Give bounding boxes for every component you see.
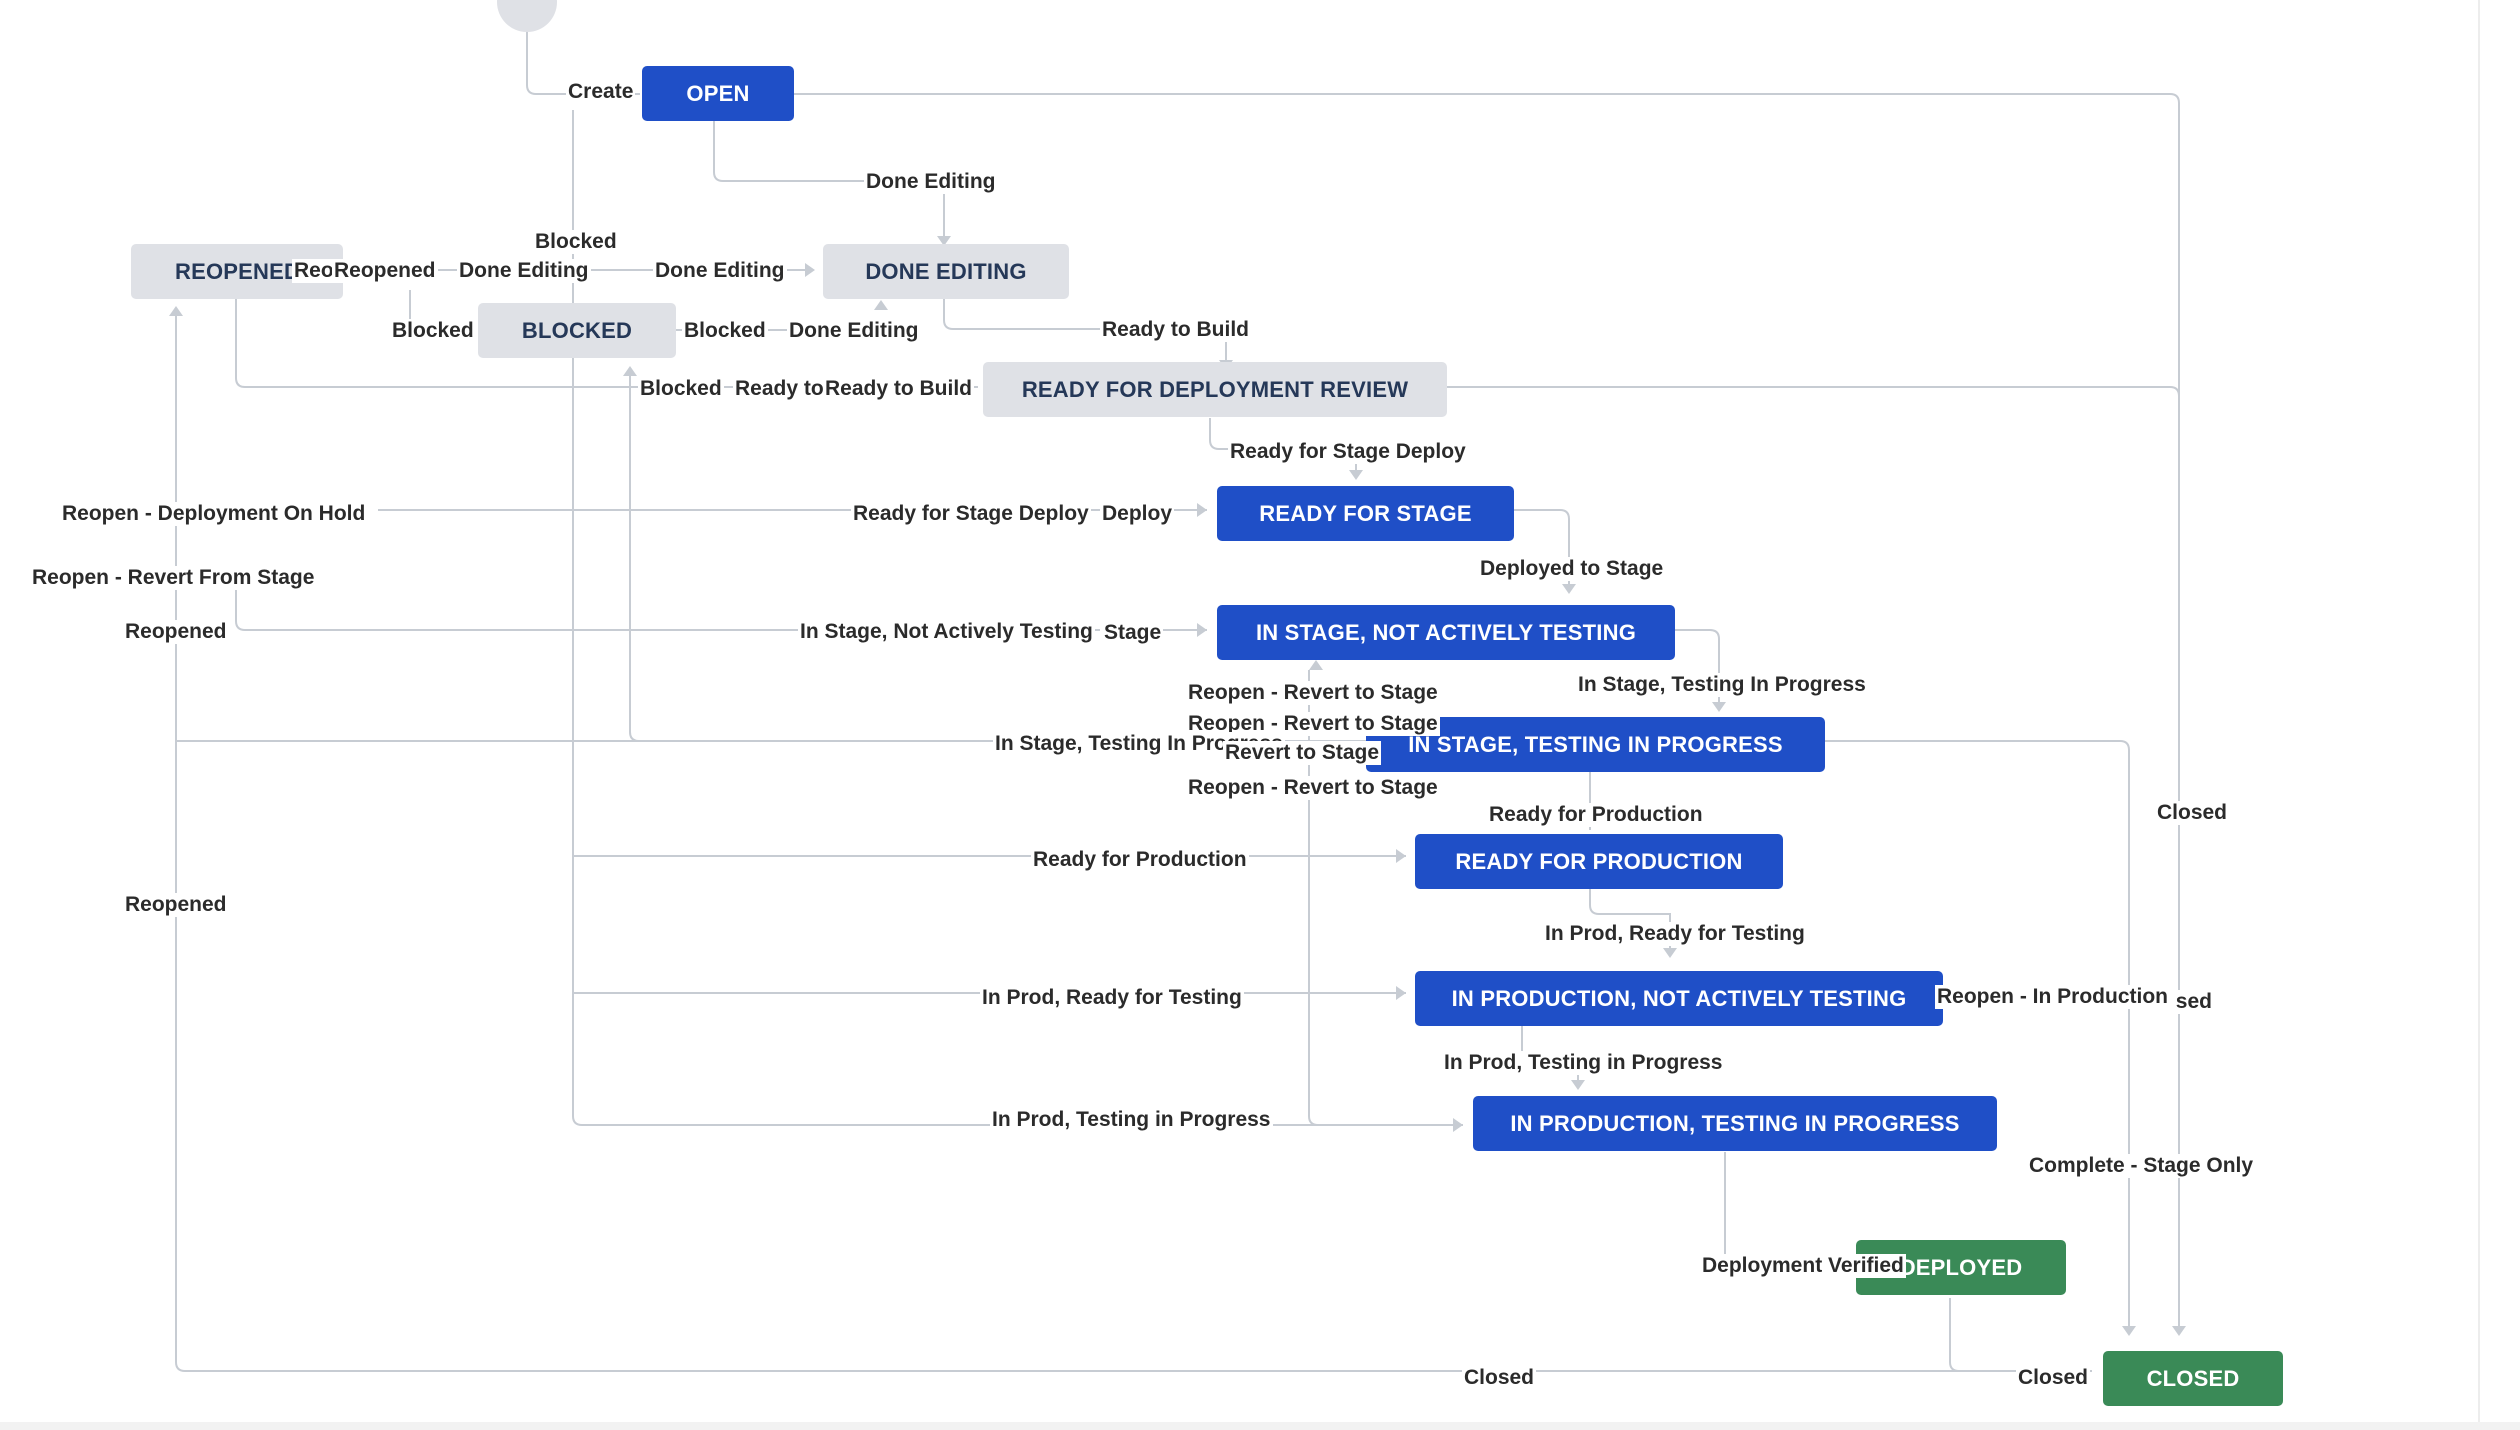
arrowhead — [2172, 1326, 2186, 1336]
transition-label[interactable]: Done Editing — [787, 319, 921, 343]
status-done-editing[interactable]: DONE EDITING — [823, 244, 1069, 299]
arrowhead — [1396, 849, 1406, 863]
edge-revert-vertical — [1308, 670, 1463, 1126]
transition-label[interactable]: Blocked — [533, 230, 619, 254]
transition-label[interactable]: Ready to Build — [733, 377, 829, 401]
edge-open-right-rail — [790, 93, 2180, 1333]
page-bottom-border — [0, 1422, 2520, 1430]
transition-label[interactable]: In Prod, Ready for Testing — [1543, 922, 1807, 946]
page-right-border — [2478, 0, 2480, 1422]
edge-in-stage-testing — [1666, 629, 1720, 710]
transition-label[interactable]: Reopened — [123, 893, 229, 917]
transition-label[interactable]: Done Editing — [457, 259, 591, 283]
transition-label[interactable]: Ready to Build — [1100, 318, 1252, 342]
status-in-stage-not-actively-testing[interactable]: IN STAGE, NOT ACTIVELY TESTING — [1217, 605, 1675, 660]
edge-reopened-down — [235, 298, 978, 388]
edge-testing-right — [1814, 740, 2130, 1333]
transition-label[interactable]: Deployment Verified — [1700, 1254, 1906, 1278]
transition-label[interactable]: Deploy — [1100, 502, 1175, 526]
status-open[interactable]: OPEN — [642, 66, 794, 121]
status-closed[interactable]: CLOSED — [2103, 1351, 2283, 1406]
status-deployed[interactable]: DEPLOYED — [1856, 1240, 2066, 1295]
transition-label[interactable]: Complete - Stage Only — [2027, 1154, 2256, 1178]
transition-label[interactable]: Ready for Stage Deploy — [851, 502, 1091, 526]
arrowhead — [1396, 986, 1406, 1000]
transition-label[interactable]: Blocked — [638, 377, 724, 401]
transition-label[interactable]: Reopen - Revert to Stage — [1186, 776, 1440, 800]
edge-done-ready-to-build — [943, 298, 1227, 360]
edge-deployment-verified — [1724, 1152, 1846, 1260]
status-in-production-not-actively-testing[interactable]: IN PRODUCTION, NOT ACTIVELY TESTING — [1415, 971, 1943, 1026]
arrowhead — [874, 300, 888, 310]
transition-label[interactable]: Ready to Build — [823, 377, 975, 401]
arrowhead — [2122, 1326, 2136, 1336]
transition-label[interactable]: Reopen - In Production — [1935, 985, 2170, 1009]
transition-label[interactable]: In Stage, Testing In Progress — [1576, 673, 1868, 697]
transition-label[interactable]: Ready for Stage Deploy — [1228, 440, 1468, 464]
edge-left-rail — [175, 308, 2085, 1372]
transition-label[interactable]: Done Editing — [653, 259, 787, 283]
arrowhead — [623, 366, 637, 376]
arrowhead — [805, 263, 815, 277]
status-ready-for-stage[interactable]: READY FOR STAGE — [1217, 486, 1514, 541]
arrowhead — [1562, 584, 1576, 594]
edge-blocked-vertical — [572, 110, 1463, 1126]
edge-deployed-closed — [1949, 1298, 2092, 1372]
arrowhead — [937, 236, 951, 246]
transition-label[interactable]: Reopen - Revert From Stage — [30, 566, 317, 590]
transition-label[interactable]: Done Editing — [864, 170, 998, 194]
arrowhead — [1712, 702, 1726, 712]
transition-label[interactable]: Closed — [2016, 1366, 2091, 1390]
arrowhead — [1309, 660, 1323, 670]
transition-label[interactable]: Ready for Production — [1487, 803, 1705, 827]
transition-label[interactable]: In Prod, Ready for Testing — [980, 986, 1244, 1010]
status-in-production-testing-in-progress[interactable]: IN PRODUCTION, TESTING IN PROGRESS — [1473, 1096, 1997, 1151]
edge-stage-deployed — [1505, 509, 1570, 592]
edge-review-right-rail — [1440, 386, 2180, 397]
status-blocked[interactable]: BLOCKED — [478, 303, 676, 358]
edge-reopened-stage — [235, 570, 1207, 631]
arrowhead — [1197, 503, 1207, 517]
arrowhead — [1663, 948, 1677, 958]
transition-label[interactable]: Blocked — [390, 319, 476, 343]
transition-label[interactable]: Closed — [2176, 990, 2214, 1014]
transition-label[interactable]: Reopened — [123, 620, 229, 644]
transition-label[interactable]: Stage — [1100, 621, 1164, 645]
edge-ready-prod-down — [1589, 884, 1671, 955]
status-ready-for-deployment-review[interactable]: READY FOR DEPLOYMENT REVIEW — [983, 362, 1447, 417]
transition-label[interactable]: Ready for Production — [1031, 848, 1249, 872]
transition-label[interactable]: Deployed to Stage — [1478, 557, 1666, 581]
transition-edges — [169, 30, 2186, 1372]
workflow-canvas: OPEN DONE EDITING REOPENED BLOCKED READY… — [30, 0, 2283, 1406]
status-ready-for-production[interactable]: READY FOR PRODUCTION — [1415, 834, 1783, 889]
arrowhead — [1453, 1118, 1463, 1132]
arrowhead — [169, 306, 183, 316]
transition-label[interactable]: Closed — [1462, 1366, 1537, 1390]
edge-open-done-editing — [713, 120, 945, 236]
edge-review-ready-stage — [1209, 418, 1357, 478]
edge-create — [526, 30, 640, 95]
transition-label[interactable]: Reopen - Revert to Stage — [1186, 681, 1440, 705]
transition-label[interactable]: Revert to Stage — [1223, 741, 1382, 765]
transition-label[interactable]: In Prod, Testing in Progress — [1442, 1051, 1725, 1075]
transition-label[interactable]: In Stage, Not Actively Testing — [798, 620, 1095, 644]
transition-label[interactable]: Reopened — [332, 259, 438, 283]
transition-label[interactable]: Create — [566, 80, 636, 104]
status-in-stage-testing-in-progress[interactable]: IN STAGE, TESTING IN PROGRESS — [1366, 717, 1825, 772]
arrowhead — [1571, 1080, 1585, 1090]
transition-label[interactable]: Reopen - Deployment On Hold — [60, 502, 368, 526]
arrowhead — [1349, 470, 1363, 480]
transition-label[interactable]: In Prod, Testing in Progress — [990, 1108, 1273, 1132]
transition-label[interactable]: Blocked — [682, 319, 768, 343]
transition-label[interactable]: Reopen - Revert to Stage — [1186, 712, 1440, 736]
transition-label[interactable]: Closed — [2155, 801, 2230, 825]
arrowhead — [1197, 623, 1207, 637]
